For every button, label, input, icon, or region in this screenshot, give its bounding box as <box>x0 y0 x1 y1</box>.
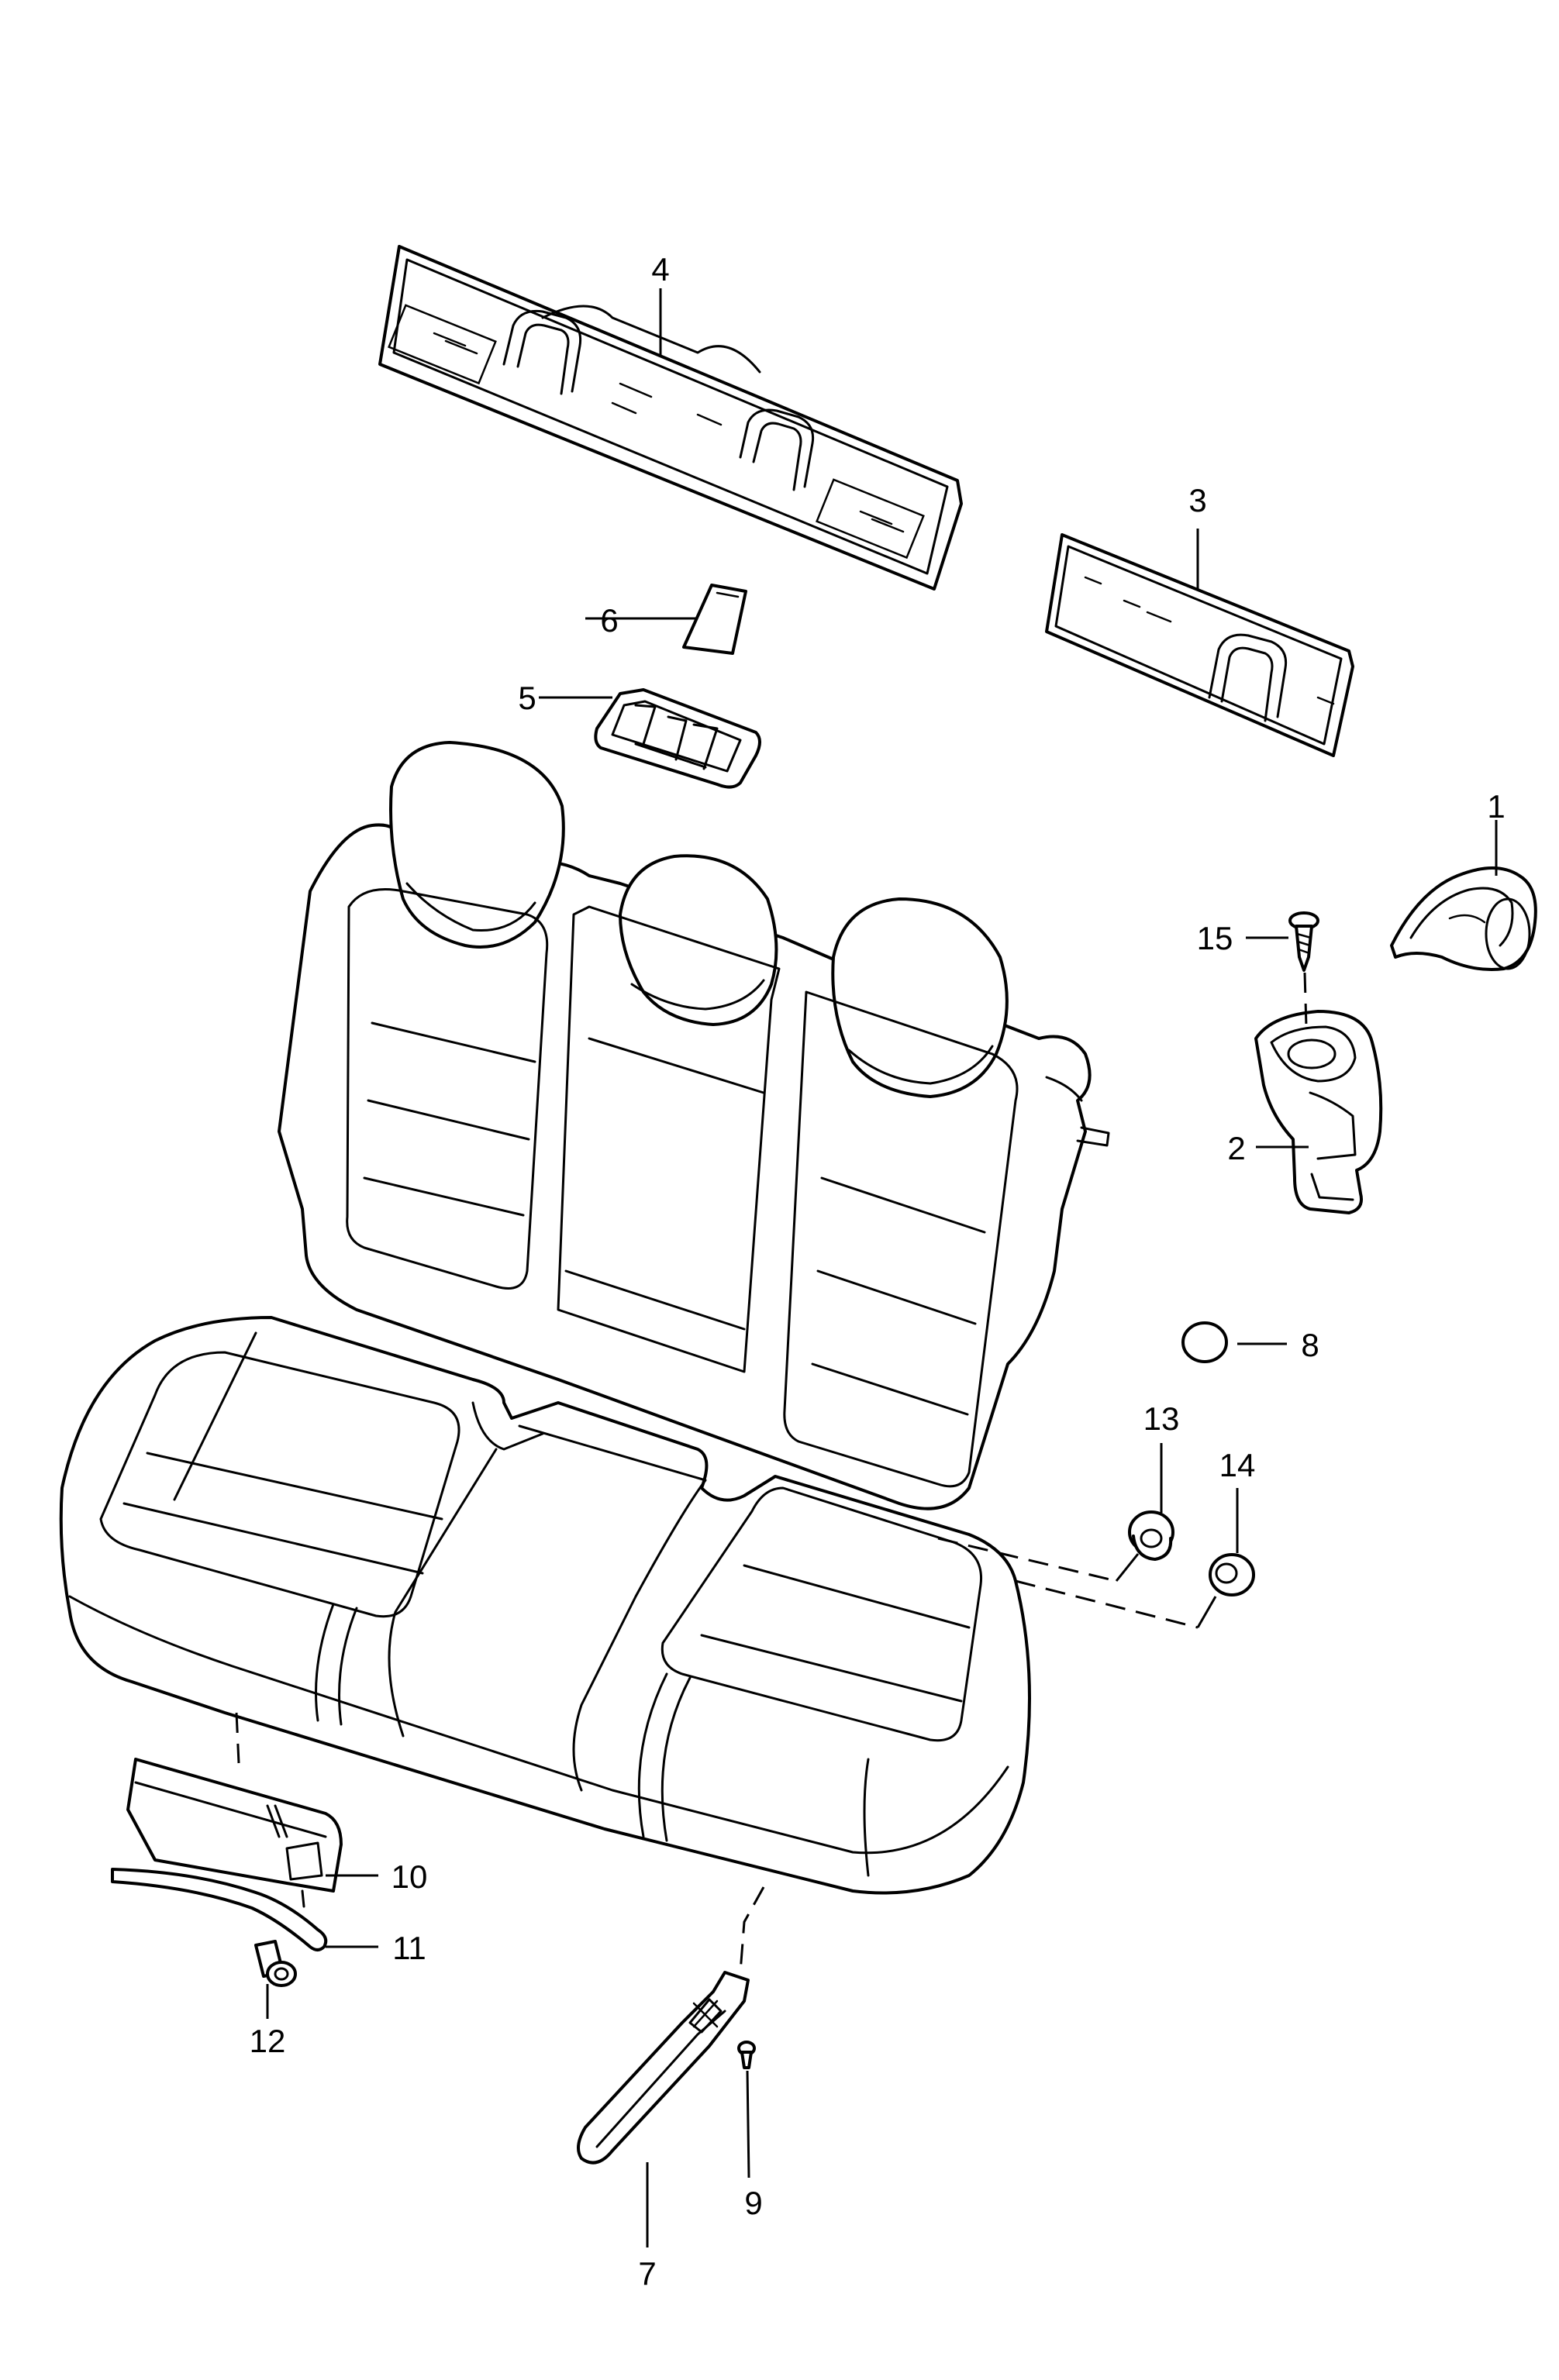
callout-3: 3 <box>1188 482 1206 518</box>
callout-4: 4 <box>651 251 669 288</box>
callout-8: 8 <box>1301 1327 1319 1363</box>
callout-11: 11 <box>392 1930 426 1966</box>
part-14-grommet <box>1209 1553 1255 1596</box>
callout-5: 5 <box>518 680 536 716</box>
part-13-clip <box>1128 1510 1174 1561</box>
part-4-rear-panel-large <box>378 245 963 591</box>
part-seat-cushion <box>59 1316 1031 1895</box>
part-1-armrest-cover <box>1390 866 1537 971</box>
assembly-lines <box>235 972 1308 1973</box>
callout-9: 9 <box>744 2185 762 2221</box>
callout-6: 6 <box>600 602 618 639</box>
part-6-pad <box>682 584 747 655</box>
part-2-armrest-bracket <box>1254 1010 1383 1214</box>
part-5-bracket <box>594 688 761 789</box>
part-seat-backrest <box>278 741 1110 1510</box>
part-10-trim-panel <box>126 1758 343 1908</box>
callout-10: 10 <box>391 1858 428 1895</box>
part-8-cap <box>1181 1321 1228 1363</box>
leader-lines <box>266 288 1498 2247</box>
callout-12: 12 <box>250 2023 286 2059</box>
part-15-screw <box>1288 911 1319 972</box>
callout-7: 7 <box>638 2255 656 2292</box>
part-7-strap <box>577 1971 750 2165</box>
callout-13: 13 <box>1143 1400 1180 1437</box>
callout-15: 15 <box>1197 920 1233 956</box>
callout-2: 2 <box>1227 1130 1245 1166</box>
part-9-screw <box>737 2041 756 2069</box>
callout-1: 1 <box>1487 788 1505 825</box>
callout-labels: 1 2 3 4 5 6 7 8 9 10 11 12 13 14 15 <box>250 251 1506 2292</box>
part-11-rod <box>111 1868 328 1951</box>
callout-14: 14 <box>1219 1447 1256 1483</box>
part-12-nut-clip <box>254 1940 297 1987</box>
part-3-rear-panel-small <box>1045 533 1354 757</box>
